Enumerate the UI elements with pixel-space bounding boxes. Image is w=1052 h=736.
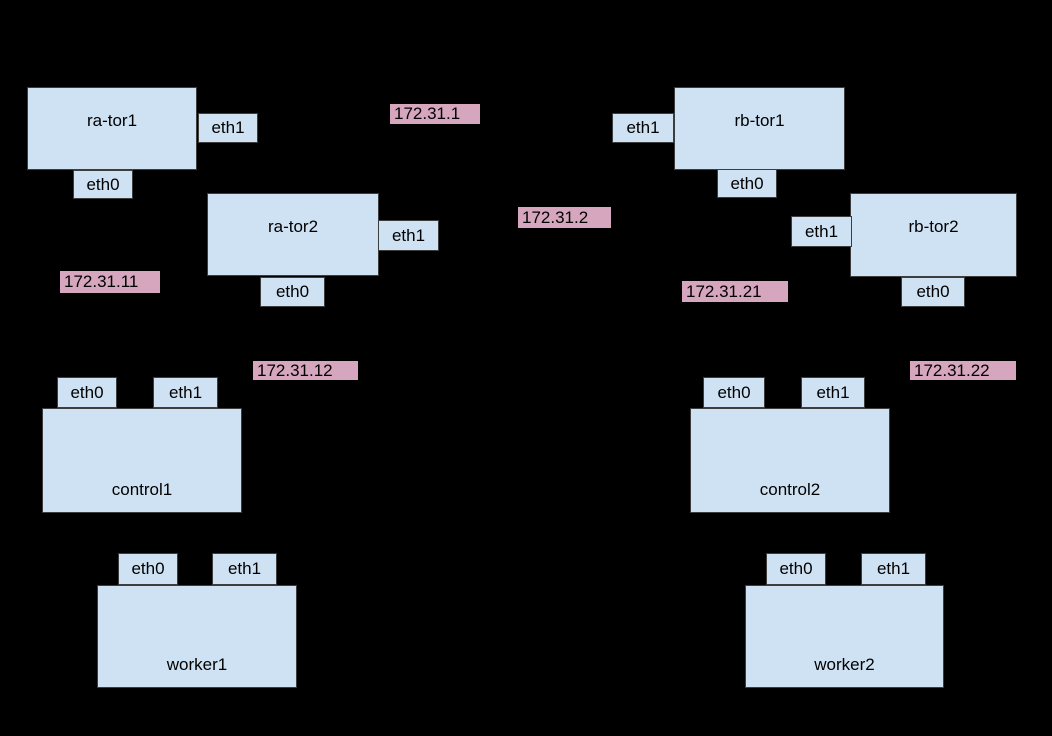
iface-worker1-eth1: eth1 — [212, 553, 277, 585]
node-control2-label: control2 — [759, 480, 821, 499]
iface-rb-tor2-eth0: eth0 — [901, 277, 965, 307]
node-ra-tor2-label: ra-tor2 — [267, 217, 319, 236]
iface-ra-tor2-eth1: eth1 — [378, 220, 439, 251]
node-rb-tor2: rb-tor2 — [850, 193, 1017, 277]
node-worker1: worker1 — [97, 585, 297, 688]
iface-rb-tor2-eth1: eth1 — [791, 216, 852, 247]
iface-control1-eth0: eth0 — [57, 377, 117, 408]
iface-rb-tor1-eth0: eth0 — [717, 169, 777, 198]
iface-control1-eth1: eth1 — [153, 377, 218, 408]
node-worker2-label: worker2 — [814, 655, 875, 674]
ip-label-172-31-2: 172.31.2 — [518, 207, 611, 228]
iface-worker1-eth0: eth0 — [118, 553, 178, 585]
node-ra-tor1: ra-tor1 — [27, 87, 197, 170]
node-control1-label: control1 — [111, 480, 173, 499]
ip-label-172-31-12: 172.31.12 — [253, 361, 358, 380]
ip-label-172-31-22: 172.31.22 — [910, 361, 1016, 380]
node-ra-tor1-label: ra-tor1 — [86, 111, 138, 130]
ip-label-172-31-1: 172.31.1 — [390, 104, 480, 124]
node-control2: control2 — [690, 408, 890, 513]
node-control1: control1 — [42, 408, 242, 513]
node-rb-tor2-label: rb-tor2 — [908, 217, 959, 236]
node-worker1-label: worker1 — [166, 655, 228, 674]
node-rb-tor1-label: rb-tor1 — [734, 111, 785, 130]
iface-control2-eth1: eth1 — [801, 377, 865, 408]
iface-ra-tor1-eth1: eth1 — [198, 113, 258, 143]
iface-ra-tor1-eth0: eth0 — [73, 170, 133, 199]
iface-rb-tor1-eth1: eth1 — [612, 113, 674, 143]
iface-control2-eth0: eth0 — [703, 377, 765, 408]
iface-worker2-eth0: eth0 — [766, 553, 826, 585]
node-worker2: worker2 — [745, 585, 944, 688]
ip-label-172-31-21: 172.31.21 — [682, 281, 788, 302]
node-ra-tor2: ra-tor2 — [207, 193, 379, 276]
node-rb-tor1: rb-tor1 — [674, 87, 845, 170]
ip-label-172-31-11: 172.31.11 — [60, 271, 160, 293]
iface-worker2-eth1: eth1 — [861, 553, 926, 585]
iface-ra-tor2-eth0: eth0 — [260, 277, 325, 307]
